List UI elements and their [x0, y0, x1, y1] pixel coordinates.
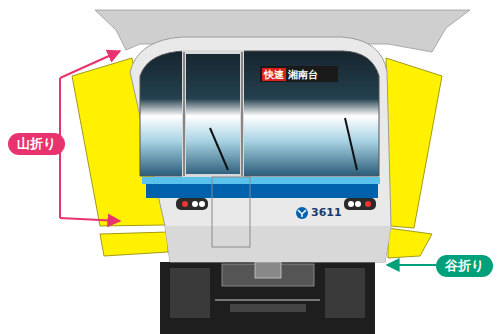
- pillar: [184, 52, 185, 176]
- pillar: [242, 52, 243, 176]
- front-window: [140, 51, 379, 176]
- train-body: [130, 37, 391, 262]
- left-headlight: [176, 198, 208, 210]
- right-bottom-flap: [388, 228, 432, 258]
- leader-arrow: [387, 264, 436, 266]
- fold-label-text: 谷折り: [445, 258, 484, 274]
- fold-label-text: 山折り: [17, 136, 56, 152]
- undercarriage: [160, 262, 375, 334]
- destination-sign: [260, 66, 338, 82]
- left-bottom-flap: [100, 232, 168, 256]
- fold-label-pill: 山折り: [8, 133, 65, 155]
- service-type: 快速: [262, 68, 286, 81]
- front-skirt: [165, 226, 391, 262]
- light-blue-stripe: [142, 177, 380, 184]
- destination-text: 湘南台: [288, 68, 318, 81]
- leader-arrow: [60, 218, 120, 221]
- right-side-flap: [386, 58, 442, 228]
- leader-arrow: [60, 51, 120, 78]
- lower-door: [212, 177, 250, 247]
- car-number: 3611: [311, 207, 342, 219]
- right-headlight: [344, 198, 376, 210]
- blue-stripe: [146, 184, 378, 198]
- operator-logo: [296, 207, 308, 219]
- fold-label-pill: 谷折り: [436, 255, 493, 277]
- wiper: [345, 118, 357, 170]
- wiper: [210, 128, 228, 170]
- door-frame: [184, 52, 242, 176]
